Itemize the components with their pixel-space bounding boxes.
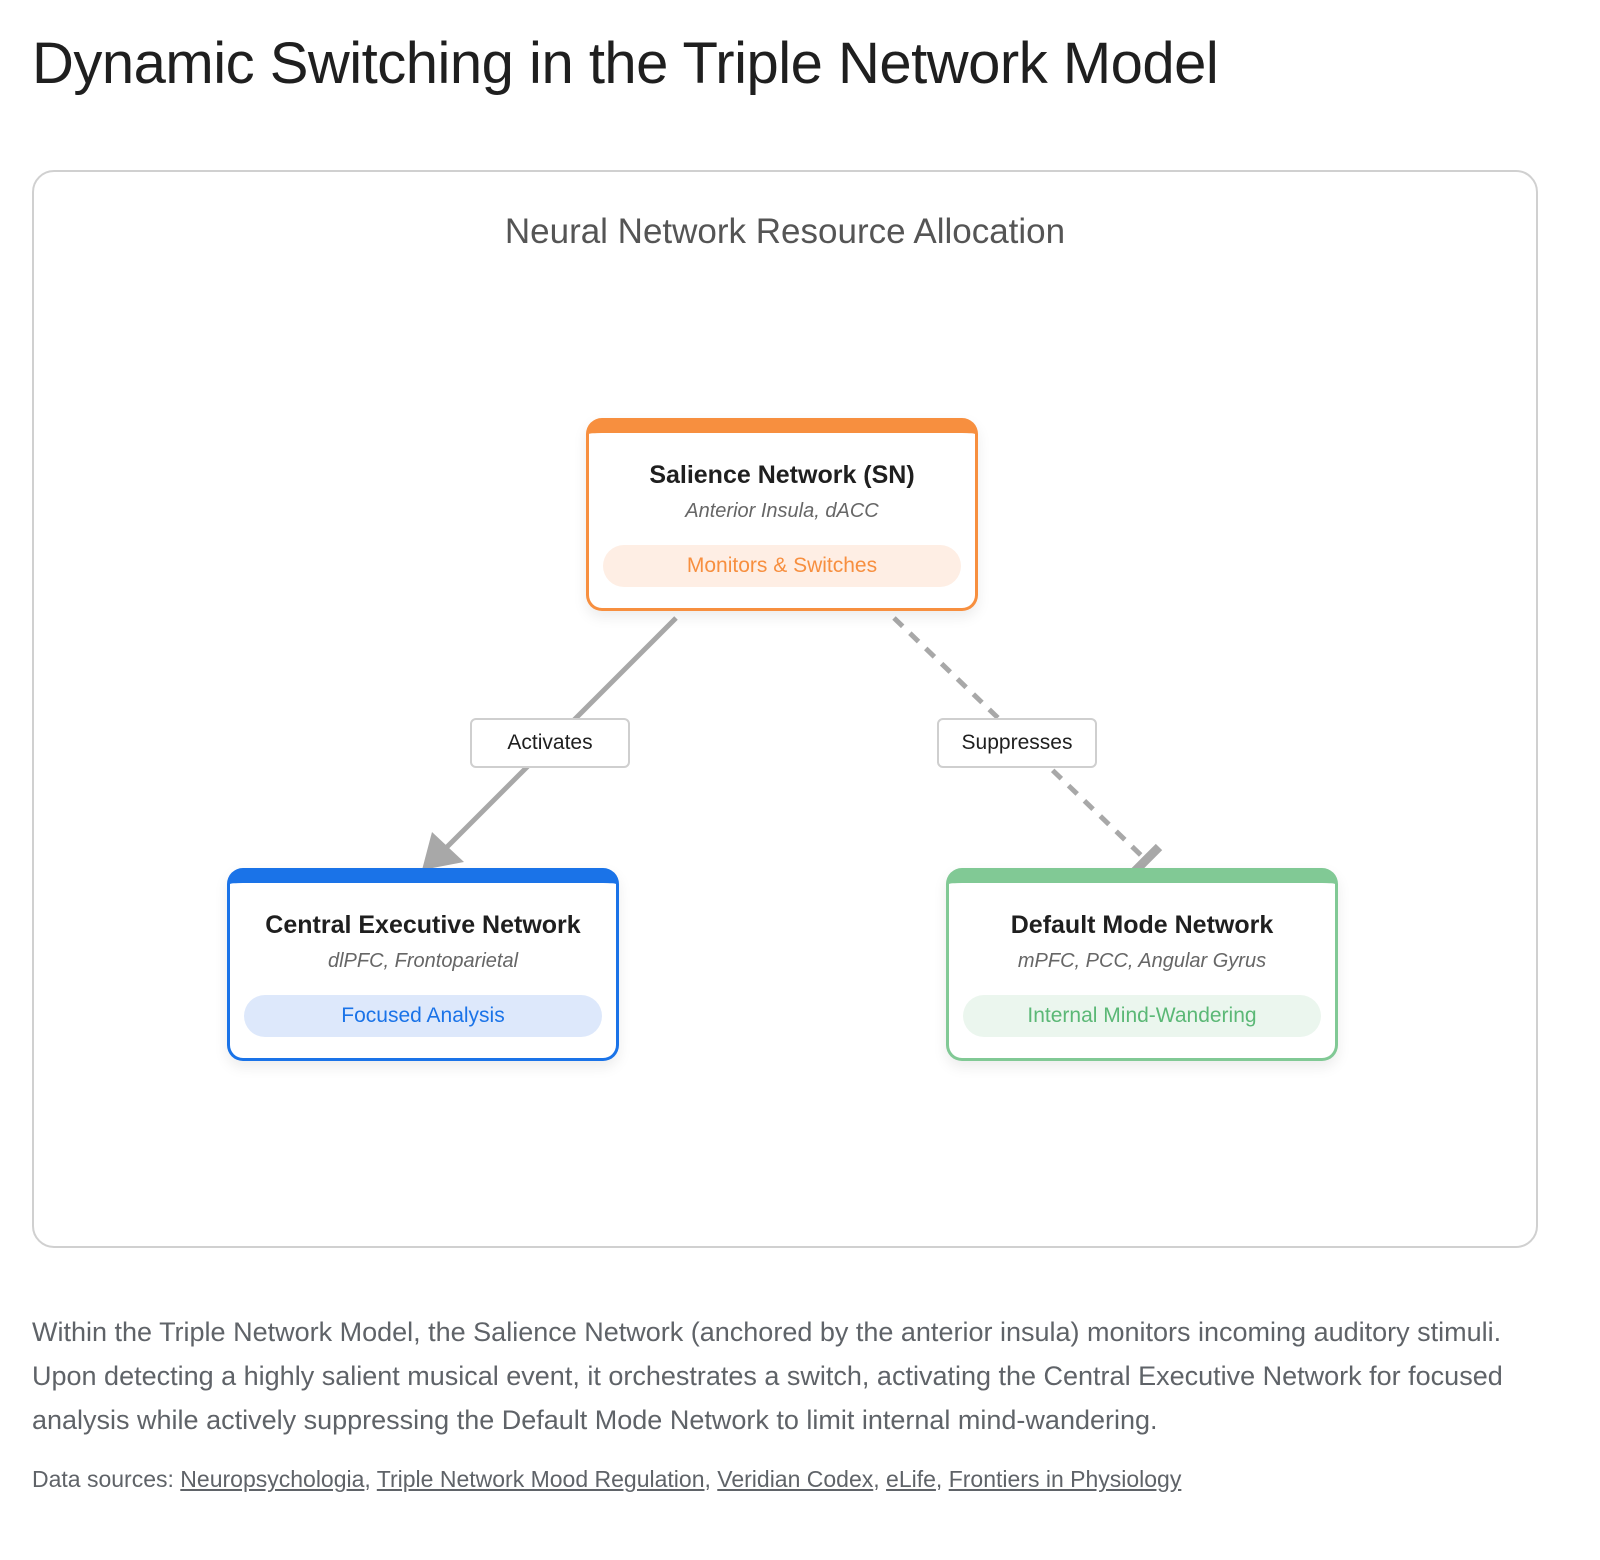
inhibit-bar: [1131, 843, 1163, 875]
source-link-frontiers-in-physiology[interactable]: Frontiers in Physiology: [948, 1466, 1182, 1492]
sources-separator: ,: [704, 1466, 718, 1492]
arrowhead-icon: [422, 832, 464, 870]
connector-lines: [422, 616, 1163, 875]
source-link-elife[interactable]: eLife: [886, 1466, 936, 1492]
node-role-badge: Monitors & Switches: [603, 545, 961, 587]
node-regions: Anterior Insula, dACC: [685, 500, 879, 522]
node-role-badge: Focused Analysis: [244, 995, 602, 1037]
sources-separator: ,: [935, 1466, 949, 1492]
node-salience-network: Salience Network (SN) Anterior Insula, d…: [586, 418, 978, 611]
node-central-executive-network: Central Executive Network dlPFC, Frontop…: [227, 868, 619, 1061]
node-default-mode-network: Default Mode Network mPFC, PCC, Angular …: [946, 868, 1338, 1061]
node-role-badge: Internal Mind-Wandering: [963, 995, 1321, 1037]
node-title: Salience Network (SN): [649, 461, 915, 489]
node-title: Central Executive Network: [265, 911, 581, 939]
edge-label-activates: Activates: [470, 718, 630, 768]
node-regions: mPFC, PCC, Angular Gyrus: [1017, 950, 1267, 972]
diagram-card: Neural Network Resource Allocation Activ…: [32, 170, 1538, 1248]
description-paragraph: Within the Triple Network Model, the Sal…: [32, 1317, 1503, 1435]
node-regions: dlPFC, Frontoparietal: [327, 950, 519, 972]
sources-separator: ,: [364, 1466, 377, 1492]
edge-label-suppresses: Suppresses: [937, 718, 1097, 768]
source-link-neuropsychologia[interactable]: Neuropsychologia: [180, 1466, 365, 1492]
suppresses-connector: [892, 616, 1148, 862]
data-sources: Data sources: Neuropsychologia, Triple N…: [32, 1466, 1181, 1493]
diagram-heading: Neural Network Resource Allocation: [504, 212, 1066, 251]
node-title: Default Mode Network: [1010, 911, 1274, 939]
sources-prefix: Data sources:: [32, 1466, 174, 1492]
sources-separator: ,: [873, 1466, 887, 1492]
source-link-veridian-codex[interactable]: Veridian Codex: [717, 1466, 874, 1492]
page-title: Dynamic Switching in the Triple Network …: [32, 31, 1219, 96]
source-link-triple-network-mood-regulation[interactable]: Triple Network Mood Regulation: [376, 1466, 705, 1492]
